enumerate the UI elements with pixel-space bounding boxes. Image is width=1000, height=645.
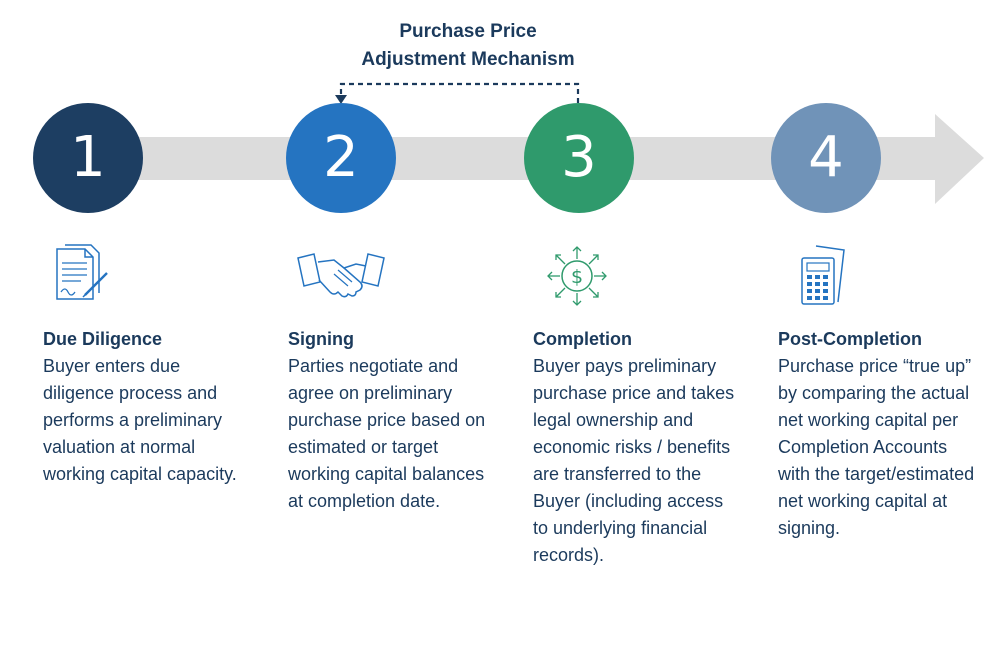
- document-signature-icon: [56, 244, 108, 300]
- step-1-text-block: Due Diligence Buyer enters due diligence…: [43, 326, 243, 488]
- svg-text:$: $: [571, 266, 583, 288]
- step-3-description: Buyer pays preliminary purchase price an…: [533, 356, 735, 565]
- step-4-description: Purchase price “true up” by comparing th…: [778, 356, 975, 538]
- mechanism-title: Purchase Price Adjustment Mechanism: [318, 18, 618, 74]
- handshake-icon: [297, 253, 385, 298]
- step-2-title: Signing: [288, 329, 354, 349]
- step-3-text-block: Completion Buyer pays preliminary purcha…: [533, 326, 738, 569]
- step-3-title: Completion: [533, 329, 632, 349]
- step-3-number-circle: 3: [524, 103, 634, 213]
- mechanism-title-line2: Adjustment Mechanism: [361, 49, 575, 70]
- step-1-description: Buyer enters due diligence process and p…: [43, 356, 237, 484]
- calculator-icon: [801, 245, 845, 305]
- adjustment-dashed-connector: [339, 82, 580, 103]
- step-4-number-circle: 4: [771, 103, 881, 213]
- step-1-title: Due Diligence: [43, 329, 163, 349]
- step-1-number-circle: 1: [33, 103, 143, 213]
- step-2-number-circle: 2: [286, 103, 396, 213]
- step-4-title: Post-Completion: [778, 329, 922, 349]
- step-4-text-block: Post-Completion Purchase price “true up”…: [778, 326, 983, 542]
- step-2-text-block: Signing Parties negotiate and agree on p…: [288, 326, 488, 515]
- adjustment-arrowhead: [335, 95, 347, 104]
- dollar-arrows-icon: $: [547, 246, 607, 306]
- mechanism-title-line1: Purchase Price: [399, 21, 537, 42]
- step-2-description: Parties negotiate and agree on prelimina…: [288, 356, 486, 511]
